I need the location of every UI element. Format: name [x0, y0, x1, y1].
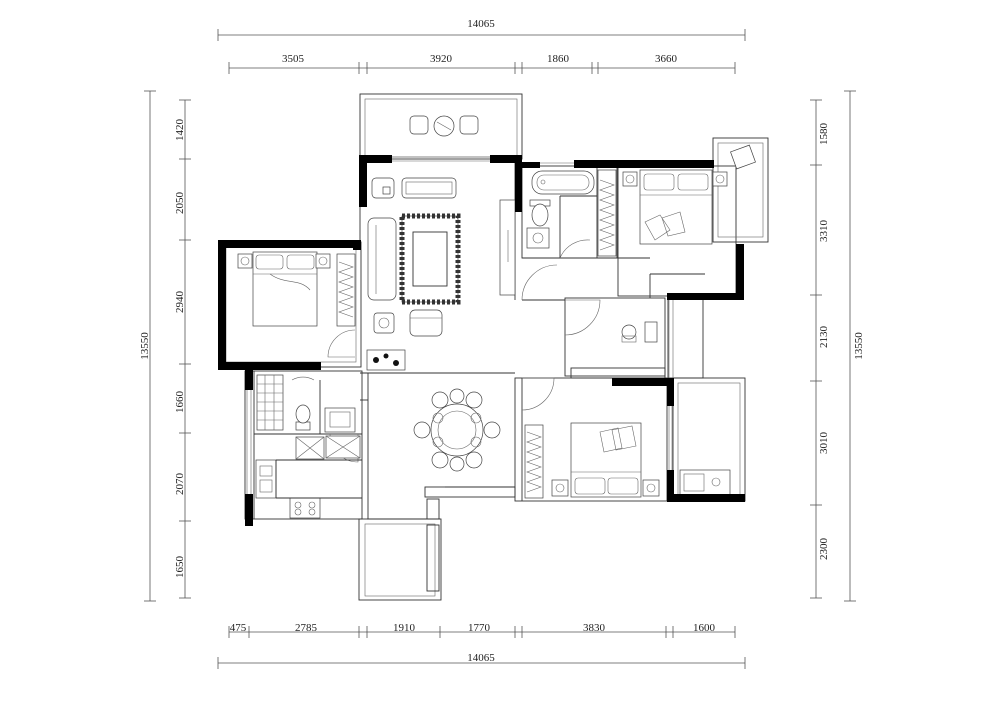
- wardrobe-top: [597, 169, 617, 257]
- dim-bottom-6: 1600: [693, 622, 716, 634]
- dimension-bottom: 475 2785 1910 1770 3830 1600 14065: [217, 622, 746, 669]
- wardrobe-left: [336, 253, 356, 327]
- dim-top-4: 3660: [655, 53, 678, 65]
- dim-right-1: 1580: [818, 123, 830, 146]
- vanity-left: [324, 407, 356, 433]
- dim-left-total: 13550: [139, 332, 151, 360]
- door-left-bedroom: [327, 329, 356, 358]
- dim-bottom-5: 3830: [583, 622, 606, 634]
- structural-walls: [218, 155, 745, 526]
- left-bedroom-bed: [237, 251, 331, 327]
- windows: [246, 156, 674, 494]
- dining-table: [413, 388, 501, 472]
- study-desk: [621, 321, 658, 343]
- sink-top: [526, 227, 550, 249]
- dimension-left: 13550 1420 2050 2940 1660 2070 1650: [139, 90, 191, 602]
- dim-bottom-4: 1770: [468, 622, 491, 634]
- dim-left-3: 2940: [174, 291, 186, 314]
- dimension-right: 1580 3310 2130 3010 2300 13550: [810, 90, 865, 602]
- laundry-sink: [679, 469, 731, 496]
- dim-bottom-1: 475: [230, 622, 247, 634]
- master-bed: [622, 169, 728, 245]
- dim-left-1: 1420: [174, 119, 186, 142]
- toilet-left: [295, 404, 311, 431]
- dim-top-1: 3505: [282, 53, 305, 65]
- door-corridor: [521, 264, 558, 301]
- dim-left-5: 2070: [174, 473, 186, 496]
- dim-top-2: 3920: [430, 53, 453, 65]
- dim-left-4: 1660: [174, 391, 186, 414]
- dim-top-3: 1860: [547, 53, 570, 65]
- kitchen-counter: [255, 435, 362, 519]
- dim-right-4: 3010: [818, 432, 830, 455]
- door-study: [564, 299, 601, 336]
- dim-right-5: 2300: [818, 538, 830, 561]
- dim-right-2: 3310: [818, 220, 830, 243]
- toilet-top: [529, 199, 551, 227]
- sofa-set: [366, 177, 461, 371]
- dim-bottom-total: 14065: [467, 652, 495, 664]
- dim-left-2: 2050: [174, 192, 186, 215]
- dim-top-total: 14065: [467, 18, 495, 30]
- dim-right-3: 2130: [818, 326, 830, 349]
- door-bath: [559, 239, 591, 259]
- door-bedroom-bottom: [521, 377, 555, 411]
- dimension-top: 14065 3505 3920 1860 3660: [217, 18, 746, 74]
- bathtub: [531, 170, 595, 195]
- shower: [256, 374, 284, 431]
- dim-right-total: 13550: [853, 332, 865, 360]
- door-bath-bottom: [291, 376, 315, 381]
- dim-bottom-3: 1910: [393, 622, 416, 634]
- fridge: [295, 436, 325, 460]
- dim-bottom-2: 2785: [295, 622, 318, 634]
- bedroom-bottom-bed: [551, 422, 660, 498]
- balcony-chairs: [409, 115, 479, 137]
- dim-left-6: 1650: [174, 556, 186, 579]
- wardrobe-bottom: [524, 424, 544, 499]
- tv-cabinet: [499, 199, 516, 296]
- balcony-right-chair: [730, 144, 756, 170]
